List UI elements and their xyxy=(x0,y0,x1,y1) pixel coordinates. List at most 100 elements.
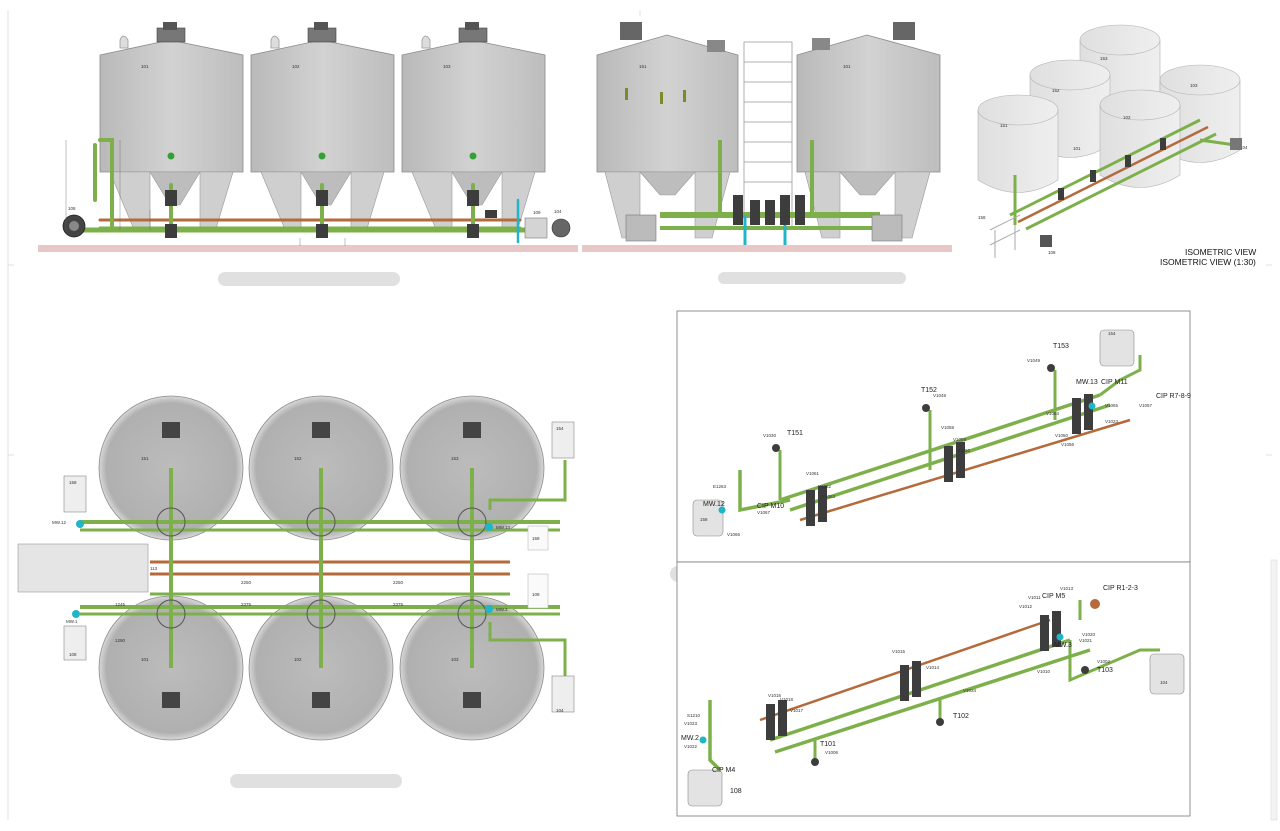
iso-top-v1067: V1067 xyxy=(757,510,771,515)
iso-bottom-s1210: S1210 xyxy=(687,713,701,718)
plan-equip-154: 154 xyxy=(556,426,564,431)
iso-bottom-equip-104: 104 xyxy=(1160,680,1168,685)
iso-equip-158: 158 xyxy=(978,215,986,220)
plan-tanks xyxy=(98,395,545,741)
iso-bottom-v1002: V1002 xyxy=(1097,659,1111,664)
plan-platform xyxy=(17,543,149,593)
plan-equip-104: 104 xyxy=(556,708,564,713)
equip-108-label: 108 xyxy=(68,206,76,211)
plan-dim-2: 2250 xyxy=(393,580,404,585)
iso-bottom-v1021: V1021 xyxy=(1079,638,1093,643)
plan-tank-153: 153 xyxy=(451,456,459,461)
plan-dim-4: 2375 xyxy=(393,602,404,607)
iso-bottom-tee-t102: T102 xyxy=(953,713,969,720)
iso-bottom-piping xyxy=(708,600,1160,772)
iso-top-v1061: V1061 xyxy=(806,471,820,476)
iso-bottom-v1020: V1020 xyxy=(1082,632,1096,637)
iso-bottom-v1034: V1034 xyxy=(963,688,977,693)
equip-109-label: 109 xyxy=(533,210,541,215)
iso-top-tee-t151: T151 xyxy=(787,430,803,437)
iso-detail-bottom-frame xyxy=(676,561,1191,817)
iso-top-v1030: V1030 xyxy=(763,433,777,438)
floor-slab-right xyxy=(582,245,952,252)
iso-bottom-v1012: V1012 xyxy=(1019,604,1033,609)
elev-right-tank-1-label: 151 xyxy=(639,64,647,69)
elevation-right: 151 101 xyxy=(582,22,952,252)
iso-top-v1057: V1057 xyxy=(1139,403,1153,408)
iso-tank-102: 102 xyxy=(1123,115,1131,120)
elev-left-tank-3-label: 103 xyxy=(443,64,451,69)
iso-top-equipment xyxy=(692,329,1135,537)
iso-top-v1065: V1065 xyxy=(1105,403,1119,408)
iso-top-e1263: E1263 xyxy=(713,484,727,489)
iso-top-v1064: V1064 xyxy=(1046,411,1060,416)
iso-top-v1048: V1048 xyxy=(933,393,947,398)
iso-top-station-mw13: MW.13 xyxy=(1076,379,1098,386)
plan-tank-151: 151 xyxy=(141,456,149,461)
plan-tank-103: 103 xyxy=(451,657,459,662)
iso-top-equip-154: 154 xyxy=(1108,331,1116,336)
iso-bottom-v1016: V1016 xyxy=(768,693,782,698)
iso-top-station-mw12: MW.12 xyxy=(703,501,725,508)
elev-left-tank-2-label: 102 xyxy=(292,64,300,69)
iso-top-cip-m11: CIP M11 xyxy=(1101,379,1128,386)
iso-bottom-station-mw3: MW.3 xyxy=(1054,642,1072,649)
title-block-strip xyxy=(1270,559,1278,821)
plan-stations: MW.12 MW.13 MW.3 MW.1 xyxy=(52,520,511,624)
iso-top-v1058: V1058 xyxy=(941,425,955,430)
plan-equip-159: 159 xyxy=(532,536,540,541)
elev-left-valves xyxy=(165,190,497,238)
plan-dim-3: 2375 xyxy=(241,602,252,607)
iso-bottom-cip-m5: CIP M5 xyxy=(1042,593,1065,600)
iso-bottom-v1023: V1023 xyxy=(684,721,698,726)
plan-dimensions: 2250 2250 2375 2375 1245 1290 xyxy=(115,580,404,643)
iso-top-v1050: V1050 xyxy=(1055,433,1069,438)
iso-top-v1059: V1059 xyxy=(953,437,967,442)
iso-bottom-v1015: V1015 xyxy=(892,649,906,654)
iso-bottom-v1018: V1018 xyxy=(780,697,794,702)
elev-left-equipment: 108 109 104 xyxy=(62,206,571,239)
plan-dim-6: 1290 xyxy=(115,638,126,643)
plan-tank-centers xyxy=(162,422,481,708)
elev-right-tank-2-label: 101 xyxy=(843,64,851,69)
iso-bottom-v1022: V1022 xyxy=(684,744,698,749)
iso-top-v1060: V1060 xyxy=(957,448,971,453)
plan-equipment: 154 158 159 109 104 108 xyxy=(63,421,575,713)
iso-top-v1023: V1023 xyxy=(1105,419,1119,424)
iso-top-tee-t152: T152 xyxy=(921,387,937,394)
plan-station-mw12: MW.12 xyxy=(52,520,67,525)
sheet-frame xyxy=(7,10,1272,820)
elev-left-tank-2: 102 xyxy=(250,22,395,233)
iso-caption-top: ISOMETRIC VIEW xyxy=(1185,247,1256,257)
isometric-overview: 153 152 103 151 102 101 158 108 104 ISOM… xyxy=(977,24,1256,267)
iso-bottom-cip-m4: CIP M4 xyxy=(712,767,735,774)
iso-tank-153: 153 xyxy=(1100,56,1108,61)
elev-left-tank-1: 101 xyxy=(99,22,244,233)
elev-left-tank-1-label: 101 xyxy=(141,64,149,69)
iso-top-v1063: V1063 xyxy=(822,494,836,499)
iso-detail-top: T151 T152 T153 CIP M10 CIP M11 CIP R7-8-… xyxy=(676,310,1191,563)
plan-view: 151 152 153 101 102 103 113 xyxy=(17,395,575,741)
iso-bottom-v1010: V1010 xyxy=(1037,669,1051,674)
iso-bottom-v1006: V1006 xyxy=(825,750,839,755)
plan-platform-label: 113 xyxy=(150,566,158,571)
iso-top-v1062: V1062 xyxy=(818,484,832,489)
iso-equip-108: 108 xyxy=(1048,250,1056,255)
plan-station-mw3: MW.3 xyxy=(496,607,508,612)
plan-tank-101: 101 xyxy=(141,657,149,662)
iso-bottom-valves xyxy=(766,599,1100,766)
plan-station-mw1: MW.1 xyxy=(66,619,78,624)
iso-top-v1066: V1066 xyxy=(727,532,741,537)
iso-labels: 153 152 103 151 102 101 158 108 104 xyxy=(978,56,1248,255)
iso-tank-152: 152 xyxy=(1052,88,1060,93)
plan-station-mw13: MW.13 xyxy=(496,525,511,530)
elev-left-dims xyxy=(65,140,346,246)
iso-top-valves xyxy=(772,364,1093,526)
plan-equip-158: 158 xyxy=(69,480,77,485)
plan-equip-108: 108 xyxy=(69,652,77,657)
iso-equip-104: 104 xyxy=(1240,145,1248,150)
iso-tank-101: 101 xyxy=(1073,146,1081,151)
equip-104-label: 104 xyxy=(554,209,562,214)
iso-bottom-labels: T101 T102 T103 CIP M4 CIP M5 CIP R1-2-3 … xyxy=(681,585,1168,795)
